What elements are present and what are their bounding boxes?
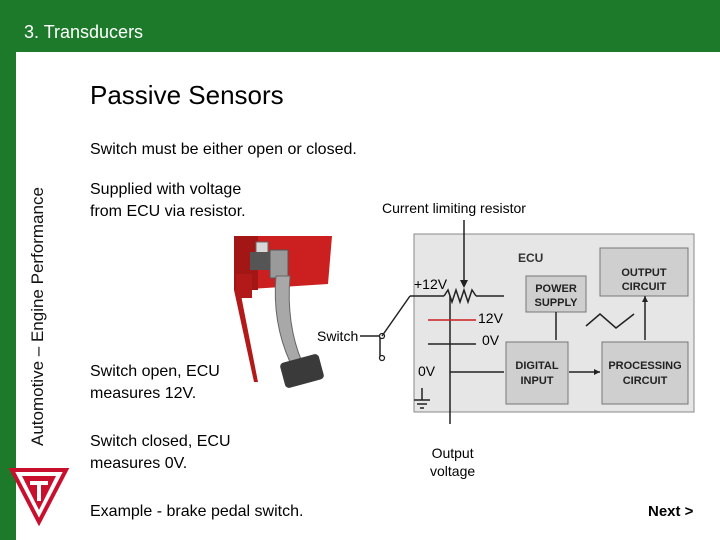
switch-open-line-1: Switch open, ECU bbox=[90, 363, 220, 380]
supply-voltage-label: +12V bbox=[414, 276, 448, 292]
supplied-text: Supplied with voltage from ECU via resis… bbox=[90, 179, 246, 223]
ground-label: 0V bbox=[418, 363, 436, 379]
ecu-label: ECU bbox=[518, 251, 543, 265]
output-voltage-line-1: Output bbox=[431, 445, 474, 461]
output-voltage-label: Output voltage bbox=[430, 444, 475, 480]
logo-icon bbox=[8, 468, 70, 526]
digital-input-label-1: DIGITAL bbox=[515, 360, 558, 372]
supplied-line-2: from ECU via resistor. bbox=[90, 203, 246, 220]
digital-input-block bbox=[505, 341, 569, 405]
brake-pedal-image bbox=[234, 236, 332, 388]
next-button[interactable]: Next > bbox=[648, 503, 694, 520]
switch-closed-line-1: Switch closed, ECU bbox=[90, 433, 231, 450]
level-0v-label: 0V bbox=[482, 332, 500, 348]
output-voltage-line-2: voltage bbox=[430, 463, 476, 479]
output-circuit-label-1: OUTPUT bbox=[621, 267, 667, 279]
example-text: Example - brake pedal switch. bbox=[90, 503, 304, 520]
processing-circuit-block bbox=[601, 341, 689, 405]
switch-open-line-2: measures 12V. bbox=[90, 385, 197, 402]
intro-text: Switch must be either open or closed. bbox=[90, 141, 357, 158]
course-title-vertical: Automotive – Engine Performance bbox=[28, 187, 47, 446]
output-circuit-block bbox=[599, 247, 689, 297]
slide-heading: Passive Sensors bbox=[90, 80, 284, 110]
supplied-line-1: Supplied with voltage bbox=[90, 181, 242, 198]
resistor-label: Current limiting resistor bbox=[382, 200, 526, 216]
switch-closed-text: Switch closed, ECU measures 0V. bbox=[90, 431, 231, 475]
power-supply-label-1: POWER bbox=[535, 283, 577, 295]
processing-circuit-label-2: CIRCUIT bbox=[623, 375, 668, 387]
switch-open-text: Switch open, ECU measures 12V. bbox=[90, 361, 220, 405]
sidebar-strip bbox=[0, 52, 16, 540]
switch-closed-line-2: measures 0V. bbox=[90, 455, 188, 472]
digital-input-label-2: INPUT bbox=[521, 375, 554, 387]
power-supply-label-2: SUPPLY bbox=[534, 297, 578, 309]
output-circuit-label-2: CIRCUIT bbox=[622, 281, 667, 293]
level-12v-label: 12V bbox=[478, 310, 503, 326]
switch-label: Switch bbox=[317, 328, 359, 344]
ecu-circuit-diagram: ECU POWER SUPPLY OUTPUT CIRCUIT DIGITAL … bbox=[360, 220, 695, 424]
section-title: 3. Transducers bbox=[24, 22, 144, 42]
header-bar: 3. Transducers bbox=[0, 0, 720, 52]
processing-circuit-label-1: PROCESSING bbox=[608, 360, 681, 372]
